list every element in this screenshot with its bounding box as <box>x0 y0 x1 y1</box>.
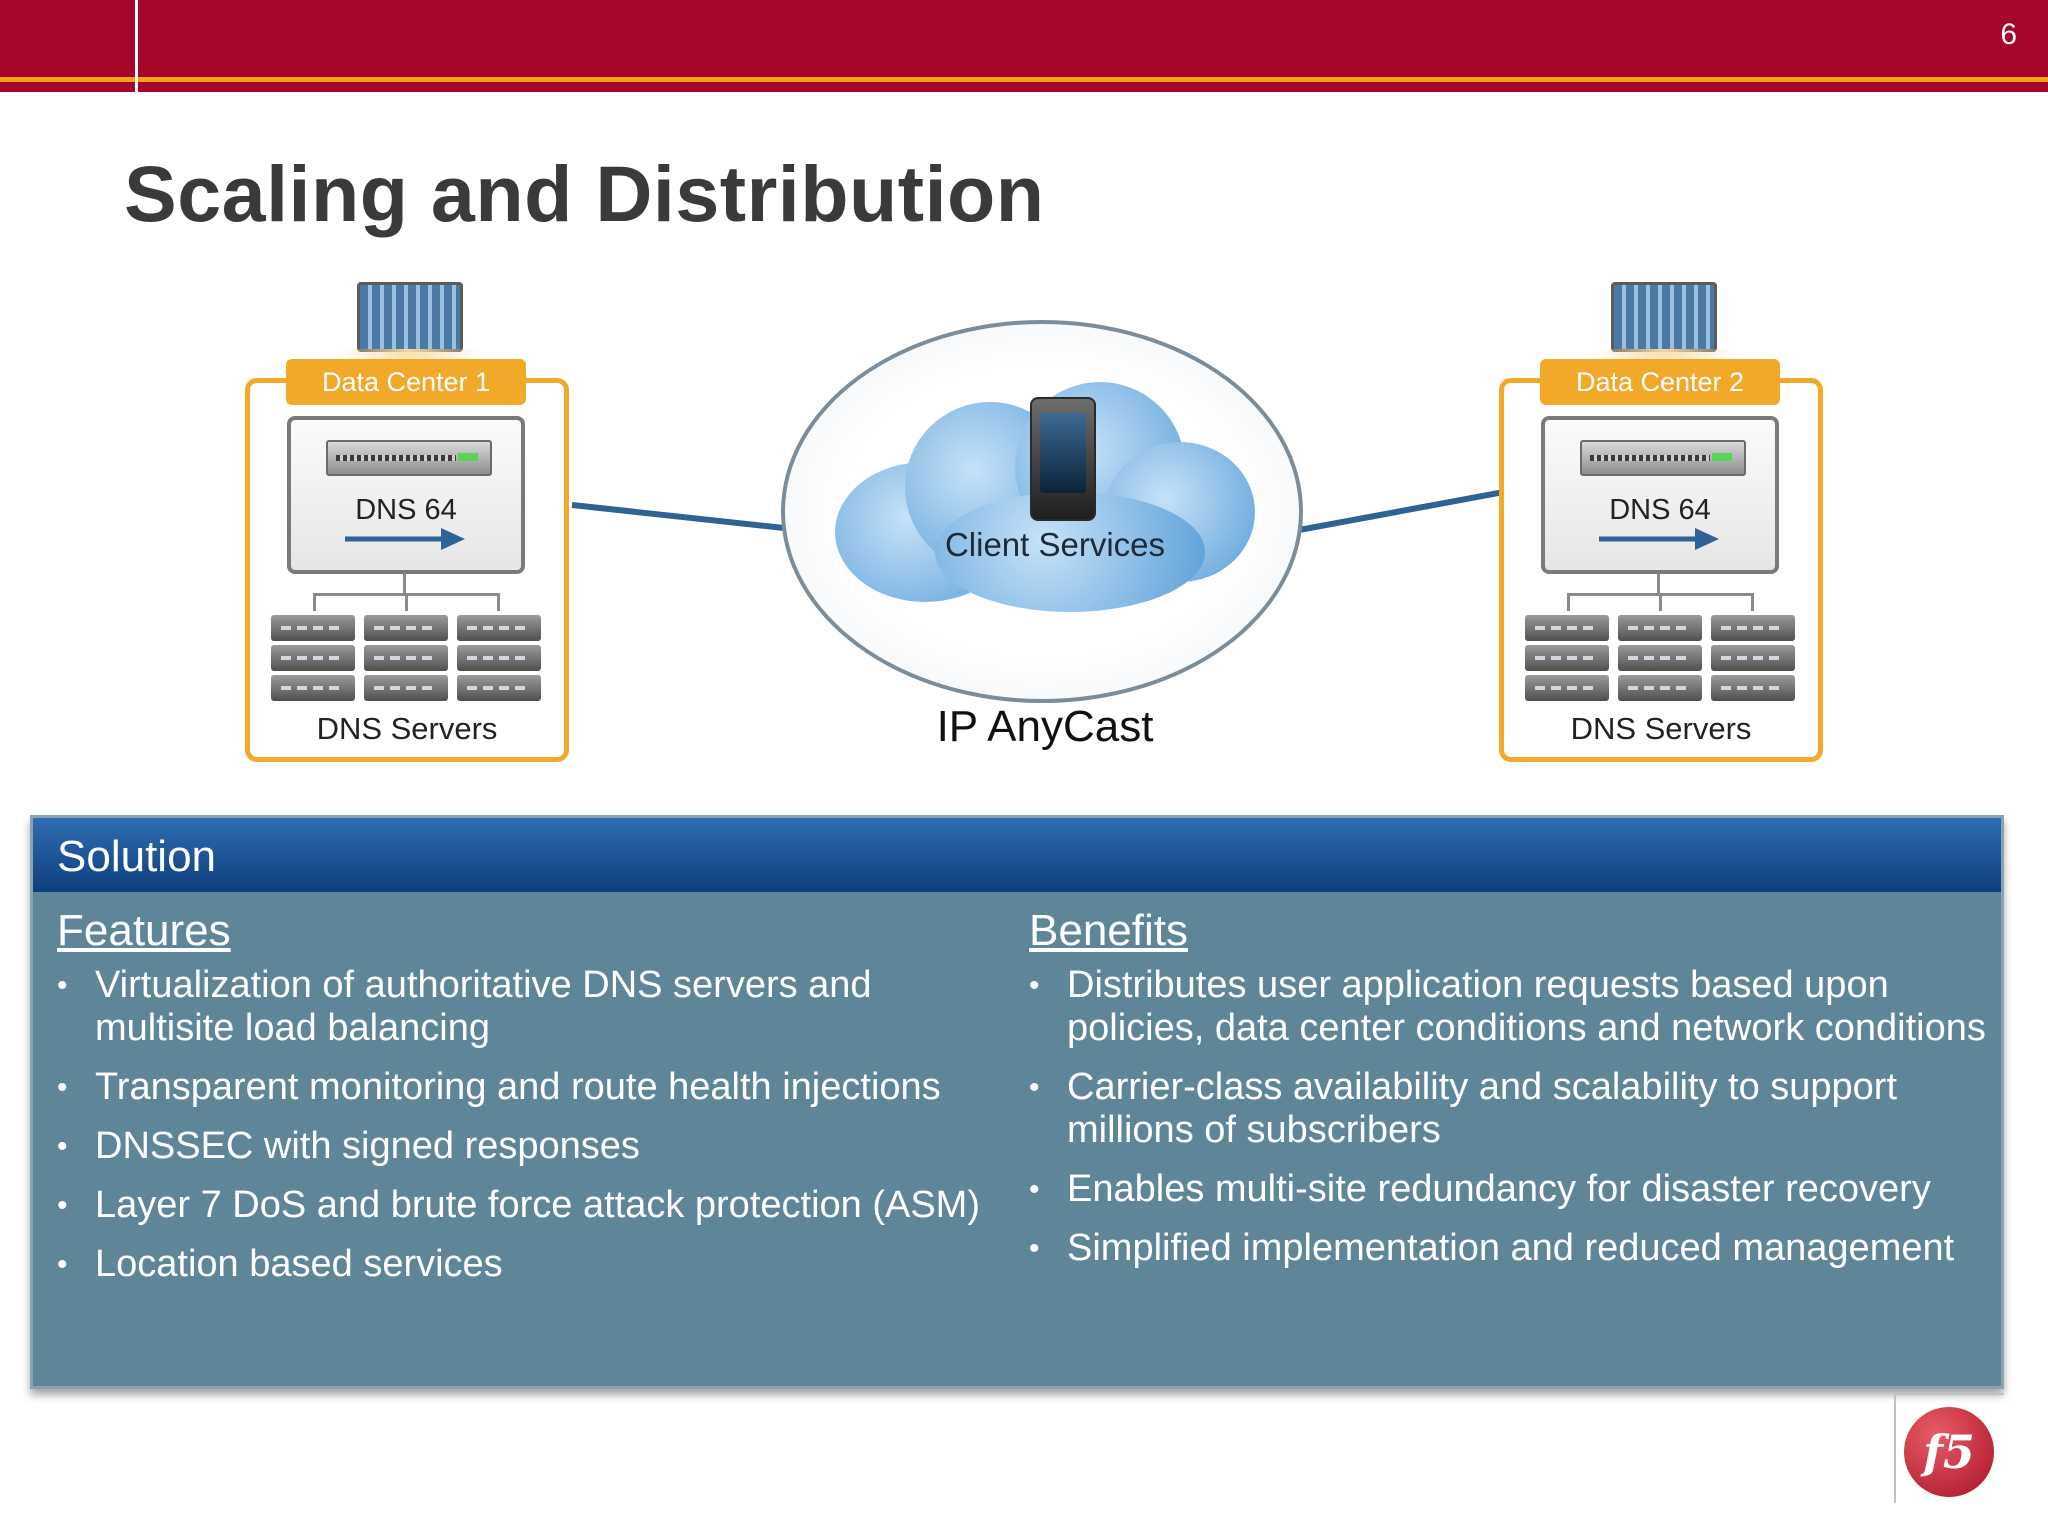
header-bar-bottom <box>0 82 2048 92</box>
server-rack-icon <box>271 615 355 703</box>
benefits-column: Benefits Distributes user application re… <box>1029 906 1989 1286</box>
header-bar <box>0 0 2048 77</box>
dns64-label: DNS 64 <box>1609 494 1711 526</box>
dns-servers-label: DNS Servers <box>316 711 498 746</box>
datacenter-1-label: Data Center 1 <box>286 359 526 405</box>
datacenter-building-icon <box>338 282 482 383</box>
appliance-icon <box>326 440 492 476</box>
features-heading: Features <box>57 906 231 955</box>
feature-item: Location based services <box>57 1243 1017 1286</box>
benefit-item: Carrier-class availability and scalabili… <box>1029 1066 1989 1152</box>
datacenter-2: Data Center 2 DNS 64 DNS Servers <box>1499 359 1823 762</box>
mobile-phone-icon <box>1030 397 1096 521</box>
feature-item: Layer 7 DoS and brute force attack prote… <box>57 1184 1017 1227</box>
benefits-heading: Benefits <box>1029 906 1188 955</box>
link-line-right <box>1271 489 1501 538</box>
network-diagram: Data Center 1 DNS 64 DNS Servers Client … <box>0 270 2048 770</box>
header-accent-line <box>0 77 2048 82</box>
client-services-label: Client Services <box>944 526 1166 563</box>
appliance-icon <box>1580 440 1746 476</box>
slide-title: Scaling and Distribution <box>124 149 1045 238</box>
datacenter-2-label: Data Center 2 <box>1540 359 1780 405</box>
server-rack-icon <box>1711 615 1795 703</box>
f5-logo-icon: f5 <box>1904 1407 1994 1497</box>
server-rack-icon <box>1618 615 1702 703</box>
server-rack-icon <box>1525 615 1609 703</box>
server-rack-icon <box>364 615 448 703</box>
features-column: Features Virtualization of authoritative… <box>57 906 1017 1302</box>
datacenter-building-icon <box>1592 282 1736 383</box>
benefit-item: Simplified implementation and reduced ma… <box>1029 1227 1989 1270</box>
server-rack-icon <box>457 615 541 703</box>
solution-title: Solution <box>57 832 217 881</box>
dns64-appliance: DNS 64 <box>287 416 525 574</box>
dns64-label: DNS 64 <box>355 494 457 526</box>
benefit-item: Distributes user application requests ba… <box>1029 964 1989 1050</box>
f5-logo: f5 <box>1894 1393 2004 1503</box>
benefit-item: Enables multi-site redundancy for disast… <box>1029 1168 1989 1211</box>
arrow-right-icon <box>1599 528 1719 550</box>
solution-header: Solution <box>33 818 2001 892</box>
datacenter-1: Data Center 1 DNS 64 DNS Servers <box>245 359 569 762</box>
arrow-right-icon <box>345 528 465 550</box>
feature-item: Transparent monitoring and route health … <box>57 1066 1017 1109</box>
feature-item: Virtualization of authoritative DNS serv… <box>57 964 1017 1050</box>
slide-number: 6 <box>2000 18 2017 51</box>
solution-panel: Solution Features Virtualization of auth… <box>30 815 2004 1389</box>
feature-item: DNSSEC with signed responses <box>57 1125 1017 1168</box>
dns-servers-label: DNS Servers <box>1570 711 1752 746</box>
dns64-appliance: DNS 64 <box>1541 416 1779 574</box>
ip-anycast-label: IP AnyCast <box>936 702 1154 751</box>
header-divider <box>135 0 138 92</box>
